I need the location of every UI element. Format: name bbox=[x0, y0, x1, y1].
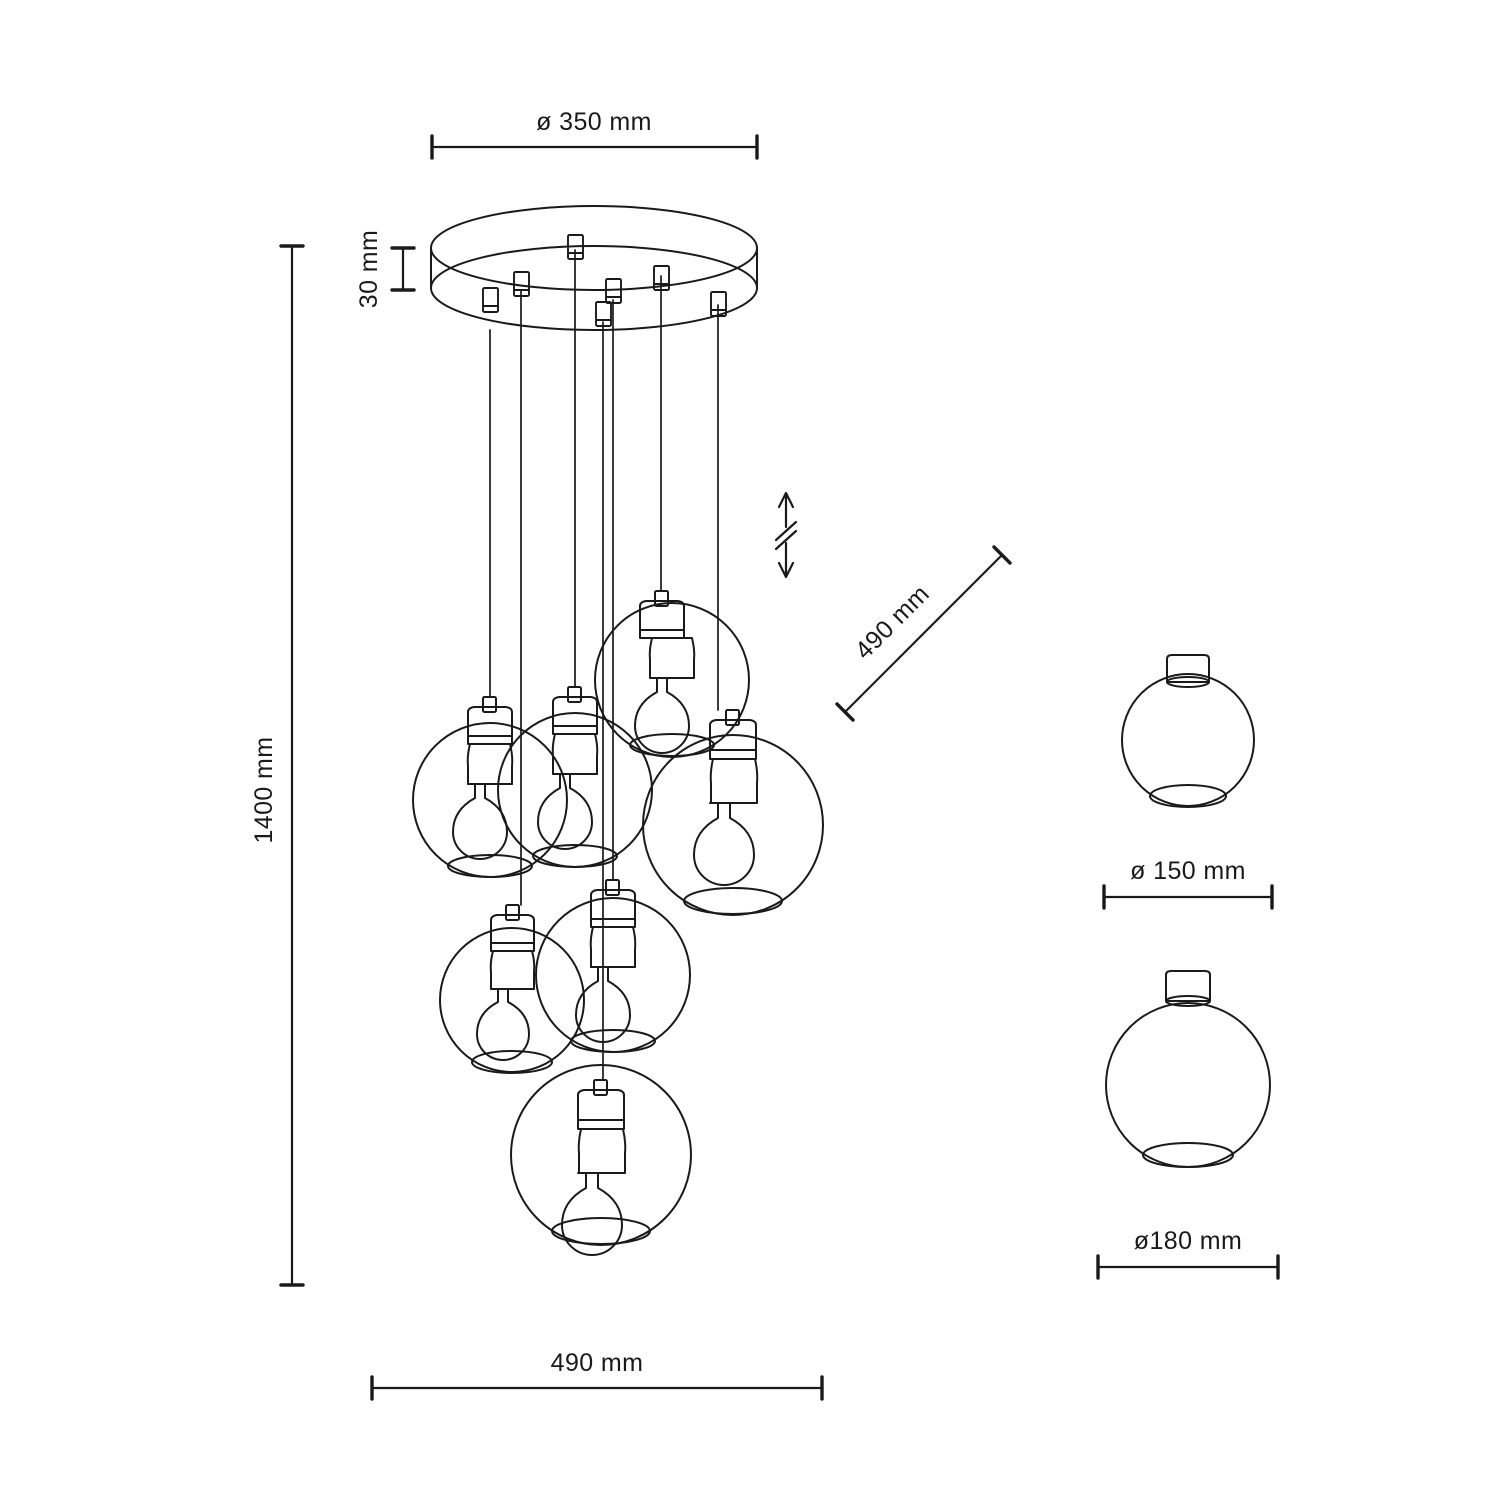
pendant-lamp bbox=[497, 686, 653, 868]
cable-grip bbox=[653, 265, 670, 291]
pendant-lamp bbox=[439, 904, 585, 1074]
pendant-lamp bbox=[594, 590, 750, 758]
pendant-lamp bbox=[510, 1064, 692, 1256]
dimension-total-height bbox=[279, 244, 305, 1287]
pendant-lamp bbox=[535, 879, 691, 1053]
reference-globe-180 bbox=[1105, 970, 1271, 1168]
dimension-globe-150 bbox=[1102, 884, 1274, 910]
cable-grip bbox=[567, 234, 584, 260]
cable-grip bbox=[482, 287, 499, 313]
cable-grip bbox=[513, 271, 530, 297]
cable-grip bbox=[710, 291, 727, 317]
pendant-lamp bbox=[412, 696, 568, 878]
label-globe-180-diameter: ø180 mm bbox=[1134, 1227, 1242, 1255]
label-cluster-depth: 490 mm bbox=[850, 580, 935, 665]
dimension-globe-180 bbox=[1096, 1254, 1280, 1280]
suspension-cables bbox=[489, 249, 719, 1081]
label-canopy-diameter: ø 350 mm bbox=[536, 108, 652, 136]
label-globe-150-diameter: ø 150 mm bbox=[1130, 857, 1246, 885]
label-canopy-thickness: 30 mm bbox=[355, 230, 383, 308]
cable-grips bbox=[482, 234, 727, 327]
cable-grip bbox=[605, 278, 622, 304]
label-total-height: 1400 mm bbox=[250, 736, 278, 843]
dimension-cluster-depth bbox=[835, 545, 1012, 722]
cable-grip bbox=[595, 301, 612, 327]
reference-globe-150 bbox=[1121, 654, 1255, 808]
dimension-canopy-diameter bbox=[430, 134, 759, 160]
adjustable-height-symbol bbox=[774, 491, 798, 579]
pendant-lamp bbox=[642, 709, 824, 916]
ceiling-canopy bbox=[430, 205, 758, 331]
dimension-cluster-width bbox=[370, 1375, 824, 1401]
label-cluster-width: 490 mm bbox=[551, 1349, 644, 1377]
dimension-canopy-thickness bbox=[390, 246, 416, 292]
